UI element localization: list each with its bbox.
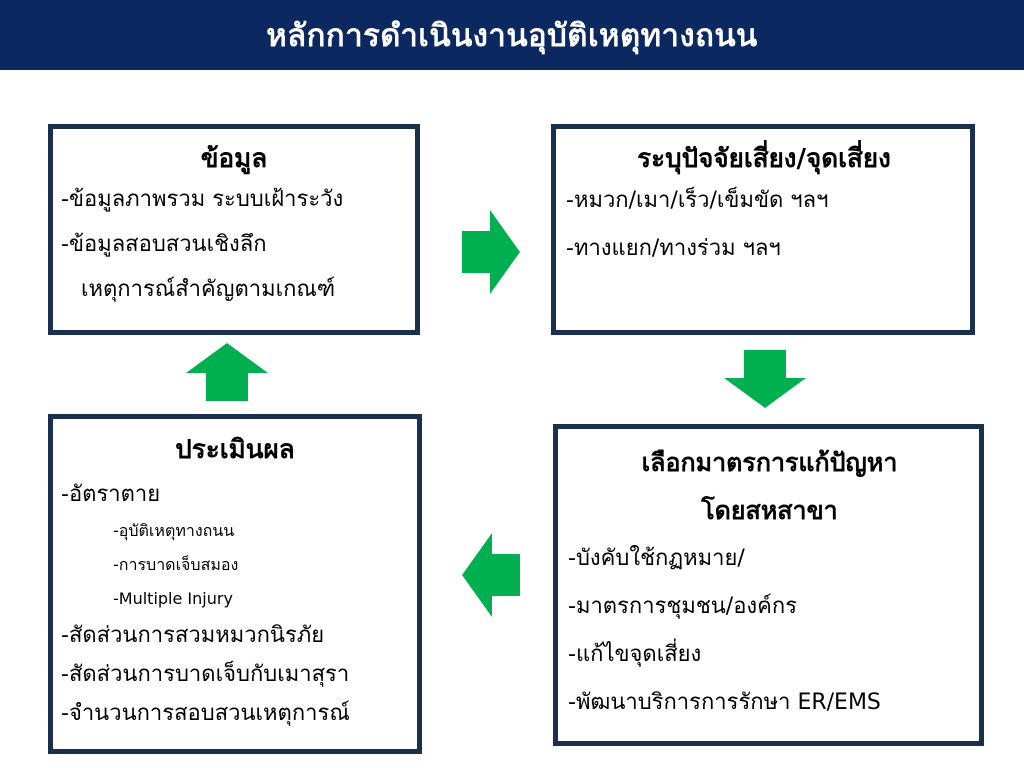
page-title: หลักการดำเนินงานอุบัติเหตุทางถนน	[266, 18, 758, 54]
evaluation-box-sub-line-1: -อุบัติเหตุทางถนน	[113, 521, 235, 540]
evaluation-box-title: ประเมินผล	[175, 435, 295, 465]
evaluation-box-line-2: -สัดส่วนการสวมหมวกนิรภัย	[61, 623, 325, 648]
header-banner: หลักการดำเนินงานอุบัติเหตุทางถนน	[0, 0, 1024, 70]
measures-box-line-4: -พัฒนาบริการการรักษา ER/EMS	[568, 690, 881, 715]
evaluation-box-sub-line-3: -Multiple Injury	[113, 589, 233, 608]
measures-box-title-line-1: เลือกมาตรการแก้ปัญหา	[641, 448, 898, 477]
risk-factors-box-line-1: -หมวก/เมา/เร็ว/เข็มขัด ฯลฯ	[566, 188, 829, 213]
risk-factors-box-title: ระบุปัจจัยเสี่ยง/จุดเสี่ยง	[637, 144, 891, 174]
evaluation-box-sub-line-2: -การบาดเจ็บสมอง	[113, 555, 239, 574]
risk-factors-box-line-2: -ทางแยก/ทางร่วม ฯลฯ	[566, 236, 781, 261]
arrow-right-icon	[462, 210, 520, 294]
arrow-up-icon	[186, 343, 268, 401]
arrow-left-icon	[462, 533, 520, 617]
evaluation-box-line-1: -อัตราตาย	[61, 482, 161, 507]
data-box-line-2: -ข้อมูลสอบสวนเชิงลึก	[61, 232, 267, 257]
evaluation-box: ประเมินผล -อัตราตาย -อุบัติเหตุทางถนน -ก…	[48, 414, 422, 754]
evaluation-box-line-4: -จำนวนการสอบสวนเหตุการณ์	[61, 701, 350, 726]
arrow-down-icon	[724, 350, 806, 408]
risk-factors-box: ระบุปัจจัยเสี่ยง/จุดเสี่ยง -หมวก/เมา/เร็…	[551, 124, 975, 335]
data-box-line-1: -ข้อมูลภาพรวม ระบบเฝ้าระวัง	[61, 187, 344, 212]
measures-box-line-1: -บังคับใช้กฏหมาย/	[568, 546, 745, 571]
measures-box-line-3: -แก้ไขจุดเสี่ยง	[568, 642, 702, 667]
measures-box-line-2: -มาตรการชุมชน/องค์กร	[568, 594, 798, 619]
data-box-line-3: เหตุการณ์สำคัญตามเกณฑ์	[81, 277, 336, 302]
measures-box: เลือกมาตรการแก้ปัญหา โดยสหสาขา -บังคับใช…	[553, 424, 984, 746]
data-box: ข้อมูล -ข้อมูลภาพรวม ระบบเฝ้าระวัง -ข้อม…	[48, 124, 420, 335]
measures-box-title-line-2: โดยสหสาขา	[701, 496, 838, 525]
data-box-title: ข้อมูล	[200, 144, 268, 174]
evaluation-box-line-3: -สัดส่วนการบาดเจ็บกับเมาสุรา	[61, 662, 350, 687]
